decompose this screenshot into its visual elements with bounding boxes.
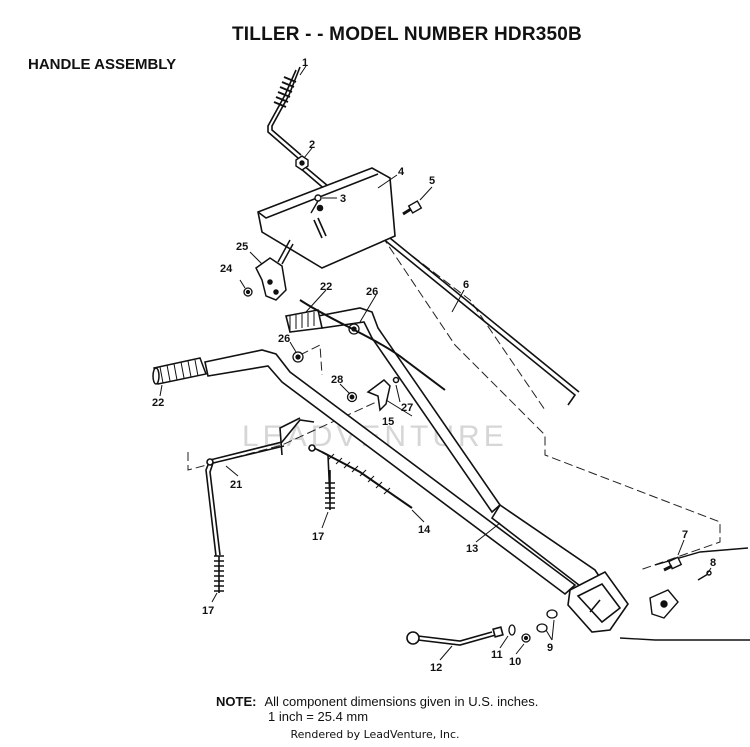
lever-bracket-part-25 <box>255 239 294 301</box>
callout-26-lower: 26 <box>278 333 290 345</box>
callout-1: 1 <box>302 57 308 69</box>
callout-11: 11 <box>491 649 503 661</box>
callout-numbers: 1 2 3 4 5 6 7 8 9 10 11 12 13 14 15 17 1… <box>152 57 716 674</box>
callout-5: 5 <box>429 175 435 187</box>
callout-2: 2 <box>309 139 315 151</box>
callout-14: 14 <box>418 524 431 536</box>
clips-part-9 <box>536 609 558 633</box>
render-credit: Rendered by LeadVenture, Inc. <box>290 728 460 741</box>
callout-8: 8 <box>710 557 716 569</box>
bracket-part-15 <box>366 376 400 412</box>
shift-rod-part-12 <box>406 626 504 646</box>
cable-assembly <box>299 299 446 391</box>
spring-part-17-center <box>325 470 335 510</box>
callout-leader-lines <box>159 65 712 661</box>
nut-part-10 <box>521 633 531 643</box>
callout-7: 7 <box>682 529 688 541</box>
assembly-subtitle: HANDLE ASSEMBLY <box>28 56 177 73</box>
bolt-part-7 <box>663 556 683 572</box>
nut-part-24 <box>243 287 253 297</box>
bolt-part-5 <box>402 200 423 216</box>
callout-22-lower: 22 <box>152 397 164 409</box>
cable-part-14 <box>321 451 413 509</box>
diagram-title: TILLER - - MODEL NUMBER HDR350B <box>232 24 582 45</box>
callout-17-left: 17 <box>202 605 214 617</box>
callout-24: 24 <box>220 263 233 275</box>
callout-12: 12 <box>430 662 442 674</box>
control-panel-part-4 <box>257 167 396 269</box>
spring-part-17-left <box>214 555 224 593</box>
callout-15: 15 <box>382 416 394 428</box>
units-note: NOTE: All component dimensions given in U… <box>216 694 538 724</box>
callout-3: 3 <box>340 193 346 205</box>
note-line-2: 1 inch = 25.4 mm <box>268 709 369 724</box>
pin-part-8 <box>697 570 712 581</box>
callout-27: 27 <box>401 402 413 414</box>
callout-22-upper: 22 <box>320 281 332 293</box>
nut-part-28 <box>346 391 358 403</box>
callout-26-upper: 26 <box>366 286 378 298</box>
callout-9: 9 <box>547 642 553 654</box>
callout-10: 10 <box>509 656 521 668</box>
callout-28: 28 <box>331 374 343 386</box>
nut-part-2 <box>295 155 309 171</box>
callout-4: 4 <box>398 166 405 178</box>
handle-grip-part-22-lower <box>152 357 208 385</box>
callout-13: 13 <box>466 543 478 555</box>
callout-17-center: 17 <box>312 531 324 543</box>
callout-6: 6 <box>463 279 469 291</box>
nut-part-26-lower <box>292 351 304 363</box>
callout-21: 21 <box>230 479 242 491</box>
clutch-rod-part-1 <box>267 66 302 169</box>
pin-part-3 <box>310 194 322 214</box>
washer-part-11 <box>508 624 516 636</box>
callout-25: 25 <box>236 241 248 253</box>
tiller-frame-fragment <box>619 547 750 641</box>
note-label: NOTE: <box>216 694 257 709</box>
note-line-1: All component dimensions given in U.S. i… <box>264 694 539 709</box>
handle-mount-housing <box>567 570 629 633</box>
